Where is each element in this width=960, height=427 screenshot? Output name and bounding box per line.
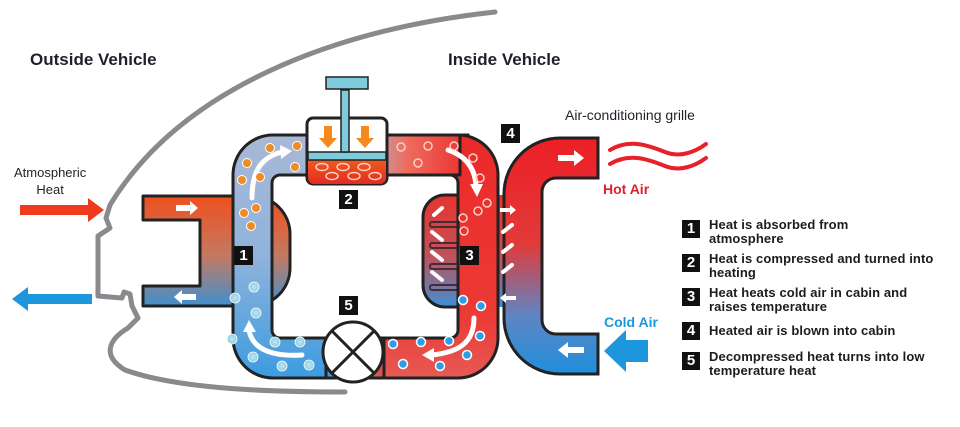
legend-item: 5 Decompressed heat turns into low tempe…	[682, 350, 957, 378]
flow-arrowhead-icon	[470, 184, 483, 197]
exhaust-cold-arrow-icon	[12, 287, 92, 311]
atmospheric-heat-arrow-icon	[20, 198, 104, 222]
compress-arrow-icon	[356, 126, 374, 148]
refrigerant-particles-orange	[237, 141, 302, 231]
flow-arrow-top-left-icon	[249, 149, 285, 201]
flow-arrow-bottom-left-icon	[246, 327, 305, 358]
hot-air-waves-icon	[608, 141, 708, 171]
air-duct	[502, 136, 600, 376]
outside-vehicle-title: Outside Vehicle	[30, 50, 157, 69]
legend-number: 4	[682, 322, 700, 340]
arrow-left-icon	[174, 290, 196, 304]
refrigerant-particles-red	[396, 141, 492, 236]
atmospheric-heat-label: Atmospheric Heat	[14, 165, 87, 197]
air-out-arrow-icon	[500, 205, 516, 215]
car-body-outline	[95, 9, 498, 395]
compressor	[305, 76, 389, 186]
legend-number: 1	[682, 220, 700, 238]
legend-text: Heat heats cold air in cabin and raises …	[709, 285, 908, 314]
air-in-arrow-icon	[500, 293, 516, 303]
flow-arrowhead-icon	[422, 348, 434, 362]
arrow-right-icon	[176, 201, 198, 215]
step-badge-4: 4	[501, 124, 520, 143]
refrigerant-particles-blue	[387, 294, 487, 372]
legend-item: 1 Heat is absorbed from atmosphere	[682, 218, 957, 246]
exchanger-fins	[429, 221, 467, 291]
flow-arrowhead-icon	[280, 145, 292, 159]
cold-air-label: Cold Air	[604, 314, 658, 330]
refrigerant-particles-cold	[226, 281, 315, 372]
step-badge-3: 3	[460, 246, 479, 265]
legend-text: Heat is compressed and turned into heati…	[709, 251, 934, 280]
expansion-valve	[321, 320, 385, 384]
legend-text: Heated air is blown into cabin	[709, 323, 896, 338]
hot-air-label: Hot Air	[603, 181, 650, 197]
legend-number: 3	[682, 288, 700, 306]
flow-arrow-top-right-icon	[445, 147, 479, 189]
airflow-dashes	[430, 206, 514, 282]
legend-number: 2	[682, 254, 700, 272]
hot-air-flow-arrow-icon	[558, 150, 584, 166]
step-badge-1: 1	[234, 246, 253, 265]
flow-arrow-bottom-right-icon	[429, 315, 477, 358]
compress-arrow-icon	[319, 126, 337, 148]
legend-item: 3 Heat heats cold air in cabin and raise…	[682, 286, 957, 314]
legend-item: 2 Heat is compressed and turned into hea…	[682, 252, 957, 280]
legend-text: Heat is absorbed from atmosphere	[709, 217, 849, 246]
legend-number: 5	[682, 352, 700, 370]
cold-air-flow-arrow-icon	[558, 342, 584, 358]
cold-air-inlet-arrow-icon	[604, 330, 648, 372]
step-badge-5: 5	[339, 296, 358, 315]
legend-text: Decompressed heat turns into low tempera…	[709, 349, 925, 378]
ac-grille-label: Air-conditioning grille	[565, 107, 695, 123]
legend-item: 4 Heated air is blown into cabin	[682, 320, 957, 340]
flow-arrowhead-icon	[243, 320, 256, 332]
refrigerant-loop-right	[378, 133, 500, 380]
step-badge-2: 2	[339, 190, 358, 209]
legend: 1 Heat is absorbed from atmosphere 2 Hea…	[682, 218, 957, 384]
inside-vehicle-title: Inside Vehicle	[448, 50, 561, 69]
